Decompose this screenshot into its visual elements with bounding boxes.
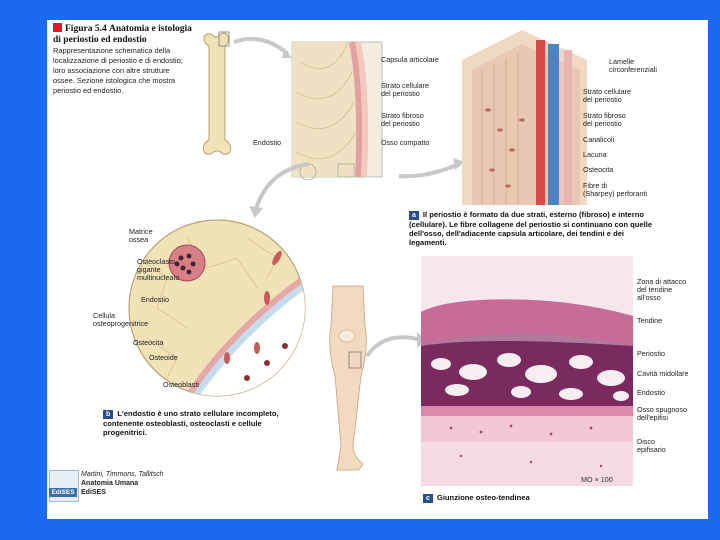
label-endostio-c: Endostio <box>637 388 665 397</box>
label-strato-cellulare-1: Strato cellulare del periostio <box>381 81 429 98</box>
label-capsula-articolare: Capsula articolare <box>381 55 439 64</box>
zoom-arrow-4 <box>365 332 427 358</box>
zoom-arrow-3 <box>249 162 310 218</box>
label-osteoblasti: Osteoblasti <box>163 380 199 389</box>
panel-c-caption-text: Giunzione osteo-tendinea <box>436 493 530 502</box>
label-osteoide: Osteoide <box>149 353 178 362</box>
leg-zoom-box <box>348 351 362 369</box>
figure-page: Figura 5.4 Anatomia e istologia di perio… <box>47 20 708 519</box>
publisher-logo <box>49 470 79 502</box>
panel-b-caption-text: L'endostio è uno strato cellulare incomp… <box>103 409 279 437</box>
label-matrice-ossea: Matrice ossea <box>129 227 153 244</box>
endosteum-circle-illustration <box>128 219 306 397</box>
label-osso-compatto: Osso compatto <box>381 138 430 147</box>
figure-number: Figura 5.4 <box>65 24 107 34</box>
label-canalicoli: Canalicoli <box>583 135 615 144</box>
label-endostio-b: Endostio <box>141 295 169 304</box>
label-fibre-sharpey: Fibre di (Sharpey) perforanti <box>583 181 647 198</box>
figure-marker-icon <box>53 23 62 32</box>
label-cavita-midollare: Cavità midollare <box>637 369 689 378</box>
label-endostio-a: Endostio <box>253 138 281 147</box>
label-tendine: Tendine <box>637 316 663 325</box>
label-cellula-osteoprogenitrice: Cellula osteoprogenitrice <box>93 311 149 328</box>
femur-shape <box>202 32 232 155</box>
zoom-arrow-1 <box>233 37 292 58</box>
panel-c-badge: c <box>423 494 433 503</box>
label-strato-cellulare-2: Strato cellulare del periostio <box>583 87 631 104</box>
histology-micrograph <box>421 256 633 486</box>
panel-a-badge: a <box>409 211 419 220</box>
label-lamelle: Lamelle circonferenziali <box>609 57 657 74</box>
label-osteocita-a: Osteocita <box>583 165 614 174</box>
figure-title-block: Figura 5.4 Anatomia e istologia di perio… <box>53 23 193 95</box>
publisher-book: Anatomia Umana <box>81 480 139 487</box>
magnification-label: MO × 100 <box>581 475 613 484</box>
label-lacuna: Lacuna <box>583 150 607 159</box>
vein-shape <box>548 44 559 205</box>
publisher-authors: Martini, Timmons, Tallitsch <box>81 471 164 478</box>
artery-shape <box>536 40 545 205</box>
label-zona-attacco: Zona di attacco del tendine all'osso <box>637 277 687 302</box>
panel-a-caption-text: Il periostio è formato da due strati, es… <box>409 210 653 247</box>
label-strato-fibroso-2: Strato fibroso del periostio <box>583 111 626 128</box>
label-periostio: Periostio <box>637 349 665 358</box>
femur-illustration <box>202 31 232 155</box>
label-osso-spugnoso: Osso spugnoso dell'epifisi <box>637 405 687 422</box>
label-osteocita-b: Osteocita <box>133 338 164 347</box>
periosteum-section-illustration <box>291 41 383 181</box>
vessels-illustration <box>462 30 587 205</box>
publisher-block: Martini, Timmons, Tallitsch Anatomia Uma… <box>81 470 164 497</box>
osteoclast-cell <box>168 244 206 282</box>
panel-b-badge: b <box>103 410 114 419</box>
publisher-name: EdiSES <box>81 489 106 496</box>
publisher-logo-text: EdiSES <box>49 488 77 497</box>
femur-zoom-box <box>218 31 230 47</box>
label-osteoclasto: Osteoclasto gigante multinucleato <box>137 257 180 282</box>
zoom-arrow-2 <box>398 158 465 179</box>
figure-title: Anatomia e istologia di periostio ed end… <box>53 24 192 45</box>
figure-description: Rappresentazione schematica della locali… <box>53 46 183 95</box>
leg-illustration <box>329 285 367 471</box>
label-disco-epifisario: Disco epifisario <box>637 437 666 454</box>
label-strato-fibroso-1: Strato fibroso del periostio <box>381 111 424 128</box>
